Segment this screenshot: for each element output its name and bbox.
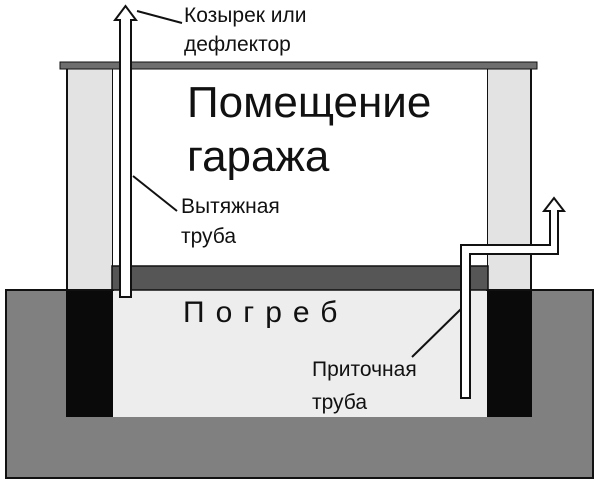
cellar-wall-left <box>66 290 113 417</box>
label-exhaust-line1: Вытяжная <box>181 195 280 218</box>
supply-pipe <box>460 196 567 399</box>
exhaust-pipe <box>113 4 138 298</box>
floor-slab <box>111 265 489 291</box>
leader-exhaust <box>132 175 178 212</box>
leader-cap <box>136 10 183 24</box>
label-supply-line1: Приточная <box>312 358 417 381</box>
garage-wall-left <box>66 67 114 291</box>
label-room-line2: гаража <box>187 132 330 181</box>
label-cap-line2: дефлектор <box>184 33 291 56</box>
garage-room-interior <box>113 68 487 266</box>
cellar-wall-right <box>487 290 532 417</box>
garage-wall-right <box>486 67 532 291</box>
cellar-space <box>113 290 487 417</box>
label-cap-line1: Козырек или <box>184 4 307 27</box>
label-exhaust-line2: труба <box>181 225 236 248</box>
roof <box>59 61 538 70</box>
label-room-line1: Помещение <box>187 78 431 127</box>
label-cellar: Погреб <box>183 296 348 329</box>
leader-supply-bottom <box>411 308 462 358</box>
label-supply-line2: труба <box>312 391 367 414</box>
